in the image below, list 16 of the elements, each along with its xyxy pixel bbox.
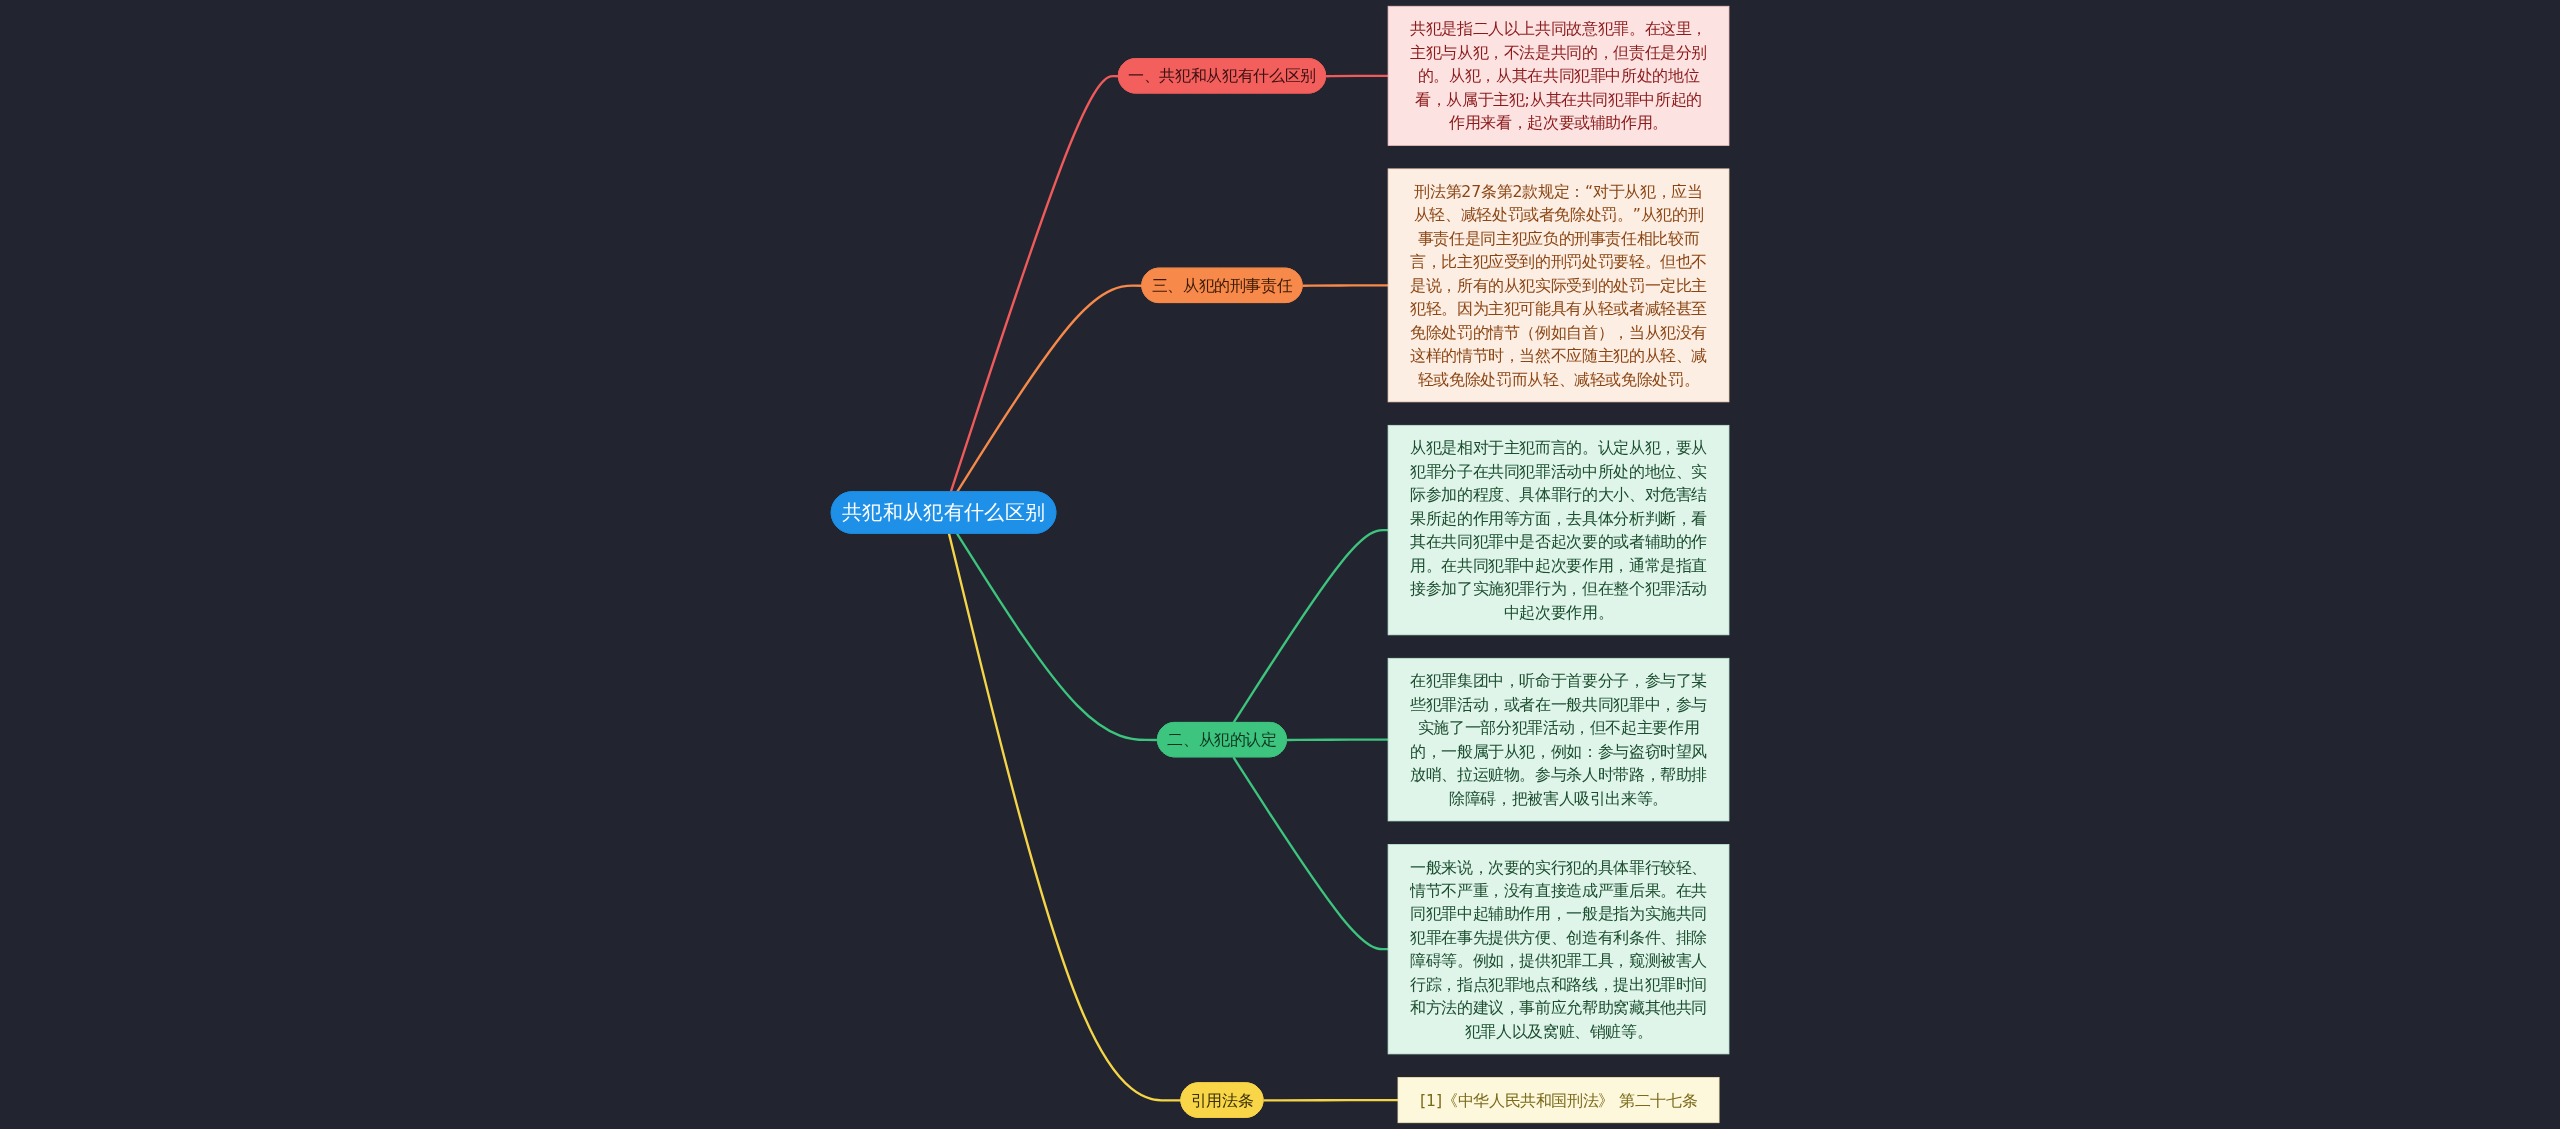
- connector: [1302, 284, 1388, 287]
- connector: [947, 533, 1182, 1102]
- node-box: 共犯是指二人以上共同故意犯罪。在这里，主犯与从犯，不法是共同的，但责任是分别的。从犯，从其在共同犯罪中所处的地位看，从属于主犯;从其在共同犯罪中所起的作用来看，起次要或辅助作用。: [1387, 5, 1730, 146]
- connector: [1286, 738, 1388, 742]
- connector: [1232, 528, 1388, 724]
- connector: [955, 533, 1158, 742]
- connector: [1263, 1098, 1398, 1102]
- node-box: 一般来说，次要的实行犯的具体罪行较轻、情节不严重，没有直接造成严重后果。在共同犯罪中起辅助作用，一般是指为实施共同犯罪在事先提供方便、创造有利条件、排除障碍等。例如，提供犯罪工具，窥测被害人行踪，指点犯罪地点和路线，提出犯罪时间和方法的建议，事前应允帮助窝藏其他共同犯罪人以及窝赃、销赃等。: [1387, 844, 1730, 1055]
- node-box: 刑法第27条第2款规定：“对于从犯，应当从轻、减轻处罚或者免除处罚。”从犯的刑事责任是同主犯应负的刑事责任相比较而言，比主犯应受到的刑罚处罚要轻。但也不是说，所有的从犯实际受到的处罚一定比主犯轻。因为主犯可能具有从轻或者减轻甚至免除处罚的情节（例如自首），当从犯没有这样的情节时，当然不应随主犯的从轻、减轻或免除处罚而从轻、减轻或免除处罚。: [1387, 168, 1730, 403]
- connector: [1325, 74, 1388, 78]
- node-box: [1]《中华人民共和国刑法》 第二十七条: [1397, 1077, 1720, 1124]
- node-box: 从犯是相对于主犯而言的。认定从犯，要从犯罪分子在共同犯罪活动中所处的地位、实际参加的程度、具体罪行的大小、对危害结果所起的作用等方面，去具体分析判断，看其在共同犯罪中是否起次要的或者辅助的作用。在共同犯罪中起次要作用，通常是指直接参加了实施犯罪行为，但在整个犯罪活动中起次要作用。: [1387, 424, 1730, 636]
- connector: [955, 284, 1143, 493]
- node-box: 在犯罪集团中，听命于首要分子，参与了某些犯罪活动，或者在一般共同犯罪中，参与实施了一部分犯罪活动，但不起主要作用的，一般属于从犯，例如：参与盗窃时望风放哨、拉运赃物。参与杀人时带路，帮助排除障碍，把被害人吸引出来等。: [1387, 657, 1730, 822]
- connector: [1232, 756, 1388, 951]
- connector: [949, 75, 1119, 493]
